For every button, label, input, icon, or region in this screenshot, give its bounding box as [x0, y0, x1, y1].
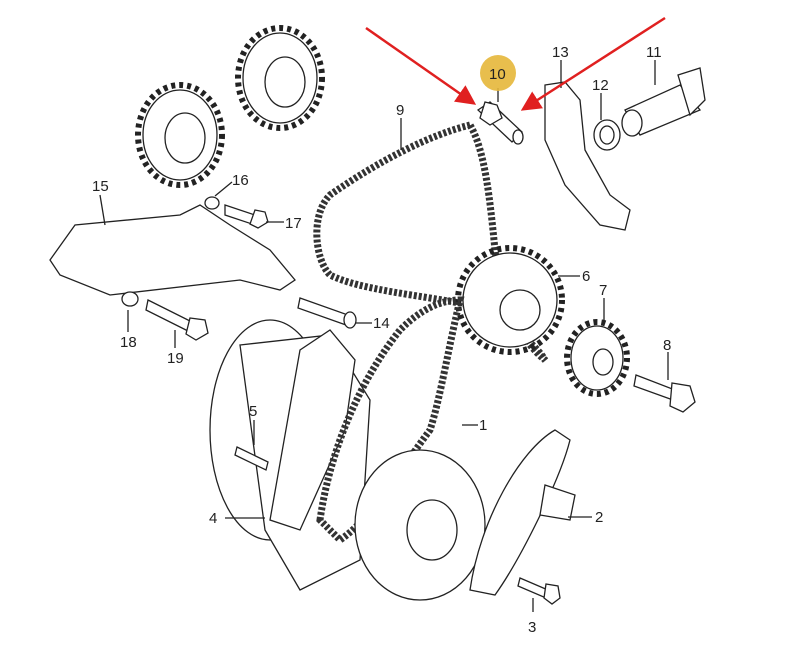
label-14: 14 [373, 315, 390, 332]
label-9: 9 [396, 102, 404, 119]
label-8: 8 [663, 337, 671, 354]
guide-2 [469, 429, 571, 596]
label-17: 17 [285, 215, 302, 232]
label-6: 6 [582, 268, 590, 285]
guide-rail-15 [49, 204, 296, 296]
camshaft-sprocket-lower [135, 82, 225, 188]
crankshaft-sprocket [354, 449, 486, 601]
label-1: 1 [479, 417, 487, 434]
bolt-19 [145, 299, 193, 333]
label-10: 10 [489, 66, 506, 83]
leader-lines [99, 60, 669, 612]
pin-14 [297, 297, 349, 326]
tensioner-pin-10 [476, 101, 524, 145]
label-4: 4 [209, 510, 217, 527]
washer-16 [204, 196, 220, 210]
label-11: 11 [646, 44, 662, 61]
chain-1 [316, 296, 465, 545]
label-5: 5 [249, 403, 257, 420]
label-15: 15 [92, 178, 109, 195]
label-13: 13 [552, 44, 569, 61]
label-7: 7 [599, 282, 607, 299]
highlight-circle [480, 55, 516, 91]
bolt-3 [517, 577, 549, 599]
washer-18 [121, 291, 139, 307]
guide-13 [544, 81, 631, 231]
label-2: 2 [595, 509, 603, 526]
label-19: 19 [167, 350, 184, 367]
chain-tensioner-rail-4 [269, 329, 356, 531]
red-arrow-right [520, 16, 666, 111]
camshaft-sprocket-upper [235, 25, 325, 131]
label-16: 16 [232, 172, 249, 189]
bolt-8 [633, 374, 676, 401]
sprocket-7 [564, 319, 630, 397]
intermediate-sprocket-6 [455, 245, 565, 355]
red-arrow-left [365, 26, 477, 105]
label-12: 12 [592, 77, 609, 94]
stud-5 [234, 446, 269, 471]
label-3: 3 [528, 619, 536, 636]
label-18: 18 [120, 334, 137, 351]
